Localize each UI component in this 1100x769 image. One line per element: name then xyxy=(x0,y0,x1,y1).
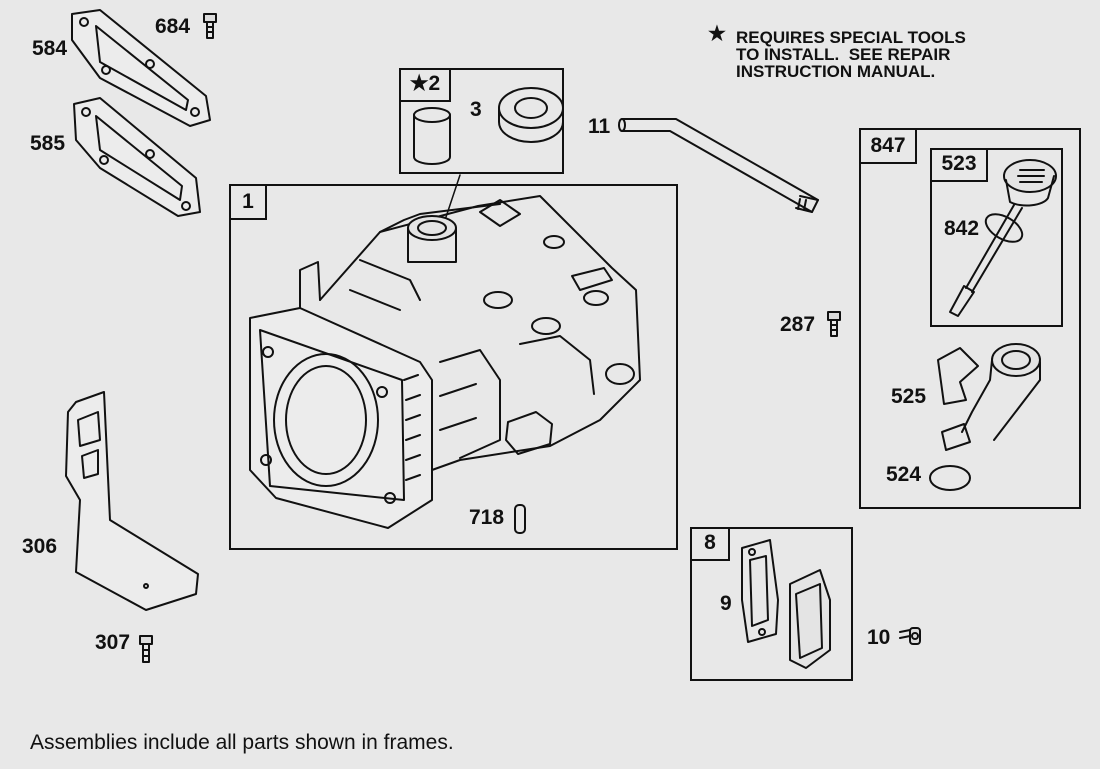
dipstick-tube-11-drawing xyxy=(618,118,819,213)
oil-fill-tube-525-drawing xyxy=(937,343,1041,451)
part-label-585: 585 xyxy=(30,132,66,155)
screw-307-drawing xyxy=(139,635,153,663)
assembly-frame-847 xyxy=(859,128,1081,509)
special-tools-star: ★ xyxy=(708,23,726,45)
assemblies-caption: Assemblies include all parts shown in fr… xyxy=(30,731,454,754)
dipstick-523-drawing xyxy=(949,159,1057,317)
part-label-684: 684 xyxy=(155,15,191,38)
assembly-frame-1 xyxy=(229,184,678,550)
gasket-584-drawing xyxy=(71,9,211,127)
part-label-287: 287 xyxy=(780,313,816,336)
assembly-frame-2 xyxy=(399,68,564,174)
bushing-2-drawing xyxy=(413,107,451,165)
screw-684-drawing xyxy=(203,13,217,39)
frame-2-tag: ★2 xyxy=(399,68,451,102)
part-label-842: 842 xyxy=(944,217,980,240)
part-label-306: 306 xyxy=(22,535,58,558)
part-label-307: 307 xyxy=(95,631,131,654)
bracket-306-drawing xyxy=(65,391,199,611)
part-label-718: 718 xyxy=(469,506,505,529)
part-label-524: 524 xyxy=(886,463,922,486)
cylinder-block-drawing xyxy=(249,195,641,529)
assembly-frame-8 xyxy=(690,527,853,681)
part-label-584: 584 xyxy=(32,37,68,60)
gasket-9-drawing xyxy=(741,539,831,669)
part-label-10: 10 xyxy=(867,626,891,649)
gasket-585-drawing xyxy=(73,97,201,217)
o-ring-524-drawing xyxy=(929,465,971,491)
dowel-pin-718-drawing xyxy=(514,504,526,534)
special-tools-note: REQUIRES SPECIAL TOOLS TO INSTALL. SEE R… xyxy=(736,28,966,81)
part-label-3: 3 xyxy=(470,98,482,121)
assembly-frame-523 xyxy=(930,148,1063,327)
screw-10-drawing xyxy=(899,627,921,645)
part-label-11: 11 xyxy=(588,115,611,138)
part-label-525: 525 xyxy=(891,385,927,408)
part-label-9: 9 xyxy=(720,592,732,615)
frame-847-tag: 847 xyxy=(859,128,917,164)
frame-8-tag: 8 xyxy=(690,527,730,561)
screw-287-drawing xyxy=(827,311,841,337)
frame-1-tag: 1 xyxy=(229,184,267,220)
frame-523-tag: 523 xyxy=(930,148,988,182)
